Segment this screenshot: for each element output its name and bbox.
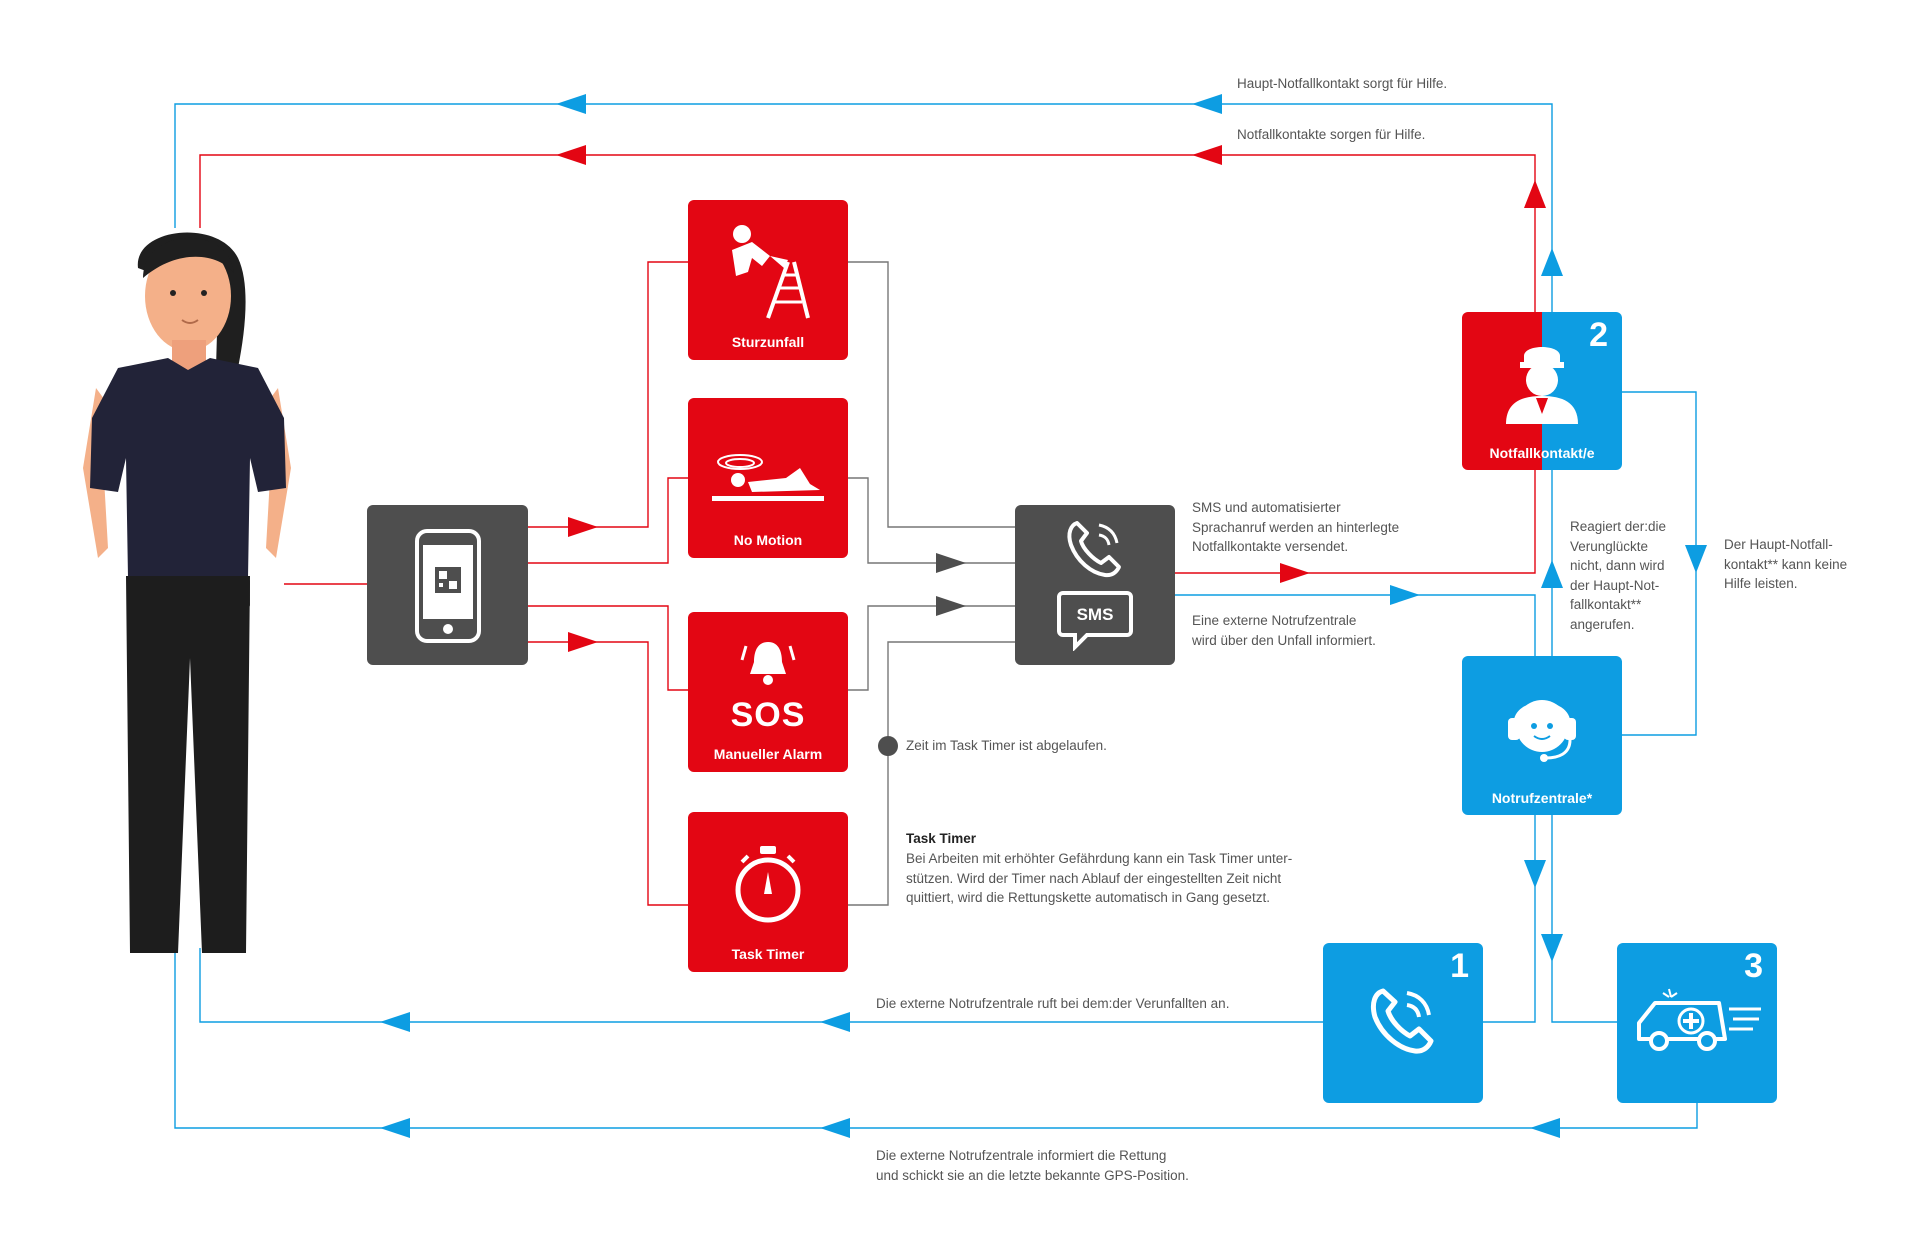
ambulance-node: 3 xyxy=(1617,943,1777,1103)
sturzunfall-node: Sturzunfall xyxy=(688,200,848,360)
call-back-node: 1 xyxy=(1323,943,1483,1103)
arrow-top-blue-1 xyxy=(556,94,586,114)
sms-info-note: SMS und automatisierter Sprachanruf werd… xyxy=(1192,500,1400,554)
phone-icon xyxy=(1370,988,1434,1054)
line-haupt-hilfe xyxy=(174,103,1553,312)
arrow-down-keine xyxy=(1685,545,1707,573)
rettung-note: Die externe Notrufzentrale informiert di… xyxy=(876,1148,1189,1183)
smartphone-qr-icon xyxy=(415,529,481,643)
line-zentrale-amb xyxy=(1551,815,1617,1023)
call-back-number: 1 xyxy=(1450,947,1469,985)
haupt-keine-note: Der Haupt-Notfall- kontakt** kann keine … xyxy=(1724,537,1848,591)
arrow-bottom-5 xyxy=(1530,1118,1560,1138)
task-timer-body: Bei Arbeiten mit erhöhter Gefährdung kan… xyxy=(906,851,1293,905)
falling-ladder-icon xyxy=(732,225,810,319)
line-nomotion-sms xyxy=(848,477,1015,564)
task-timer-node: Task Timer xyxy=(688,812,848,972)
sos-big-text: SOS xyxy=(730,696,806,734)
arrow-bottom-3 xyxy=(380,1118,410,1138)
no-motion-node: No Motion xyxy=(688,398,848,558)
haupt-hilfe-note: Haupt-Notfallkontakt sorgt für Hilfe. xyxy=(1237,76,1448,91)
sms-call-node: SMS xyxy=(1015,505,1175,665)
sturzunfall-label: Sturzunfall xyxy=(731,334,805,350)
no-motion-label: No Motion xyxy=(733,532,803,548)
arrow-sms-kontakt xyxy=(1280,563,1310,583)
line-phone-timer xyxy=(528,641,688,906)
line-kontakte-hilfe xyxy=(199,154,1536,312)
arrow-sms-1 xyxy=(936,553,966,573)
phone-call-icon xyxy=(1067,521,1121,578)
kontakte-hilfe-note: Notfallkontakte sorgen für Hilfe. xyxy=(1237,127,1426,142)
timer-expired-note: Zeit im Task Timer ist abgelaufen. xyxy=(906,738,1107,753)
ambulance-icon xyxy=(1637,988,1761,1051)
line-sms-zentrale xyxy=(1175,594,1536,656)
alarm-bell-icon xyxy=(740,642,796,685)
arrow-bottom-2 xyxy=(820,1012,850,1032)
arrow-phone-2 xyxy=(568,632,598,652)
notrufzentrale-label: Notrufzentrale* xyxy=(1491,790,1593,806)
notrufzentrale-node: Notrufzentrale* xyxy=(1462,656,1622,815)
line-timer-sms xyxy=(848,641,1015,906)
stopwatch-icon xyxy=(735,846,801,923)
ambulance-number: 3 xyxy=(1744,947,1763,985)
arrow-top-red-1 xyxy=(556,145,586,165)
reagiert-note: Reagiert der:die Verunglückte nicht, dan… xyxy=(1570,519,1667,632)
sms-bubble-icon xyxy=(1057,591,1133,651)
arrow-sms-zentrale xyxy=(1390,585,1420,605)
lying-person-icon xyxy=(712,454,824,501)
arrow-down-call xyxy=(1524,860,1546,888)
arrow-up-zentrale xyxy=(1541,560,1563,588)
line-sos-sms xyxy=(848,605,1015,691)
sos-label: Manueller Alarm xyxy=(713,746,823,762)
arrow-top-blue-2 xyxy=(1192,94,1222,114)
arrow-down-amb xyxy=(1541,934,1563,962)
extern-info-note: Eine externe Notrufzentrale wird über de… xyxy=(1192,613,1376,648)
timer-expired-dot xyxy=(878,736,898,756)
notfallkontakt-label: Notfallkontakt/e xyxy=(1489,445,1595,461)
notfallkontakt-number: 2 xyxy=(1589,316,1608,354)
contact-person-icon xyxy=(1506,347,1578,424)
task-timer-label: Task Timer xyxy=(731,946,805,962)
line-phone-sos xyxy=(528,605,688,691)
arrow-top-red-2 xyxy=(1192,145,1222,165)
ruft-an-note: Die externe Notrufzentrale ruft bei dem:… xyxy=(876,996,1230,1011)
arrow-up-blue-kontakt xyxy=(1541,248,1563,276)
line-phone-nomotion xyxy=(528,477,688,564)
arrow-up-red-kontakt xyxy=(1524,180,1546,208)
arrow-bottom-4 xyxy=(820,1118,850,1138)
line-call-person xyxy=(199,948,1323,1023)
person-icon xyxy=(83,232,291,953)
sos-node: SOS Manueller Alarm xyxy=(688,612,848,772)
task-timer-title: Task Timer xyxy=(906,831,977,846)
arrow-bottom-1 xyxy=(380,1012,410,1032)
line-phone-sturz xyxy=(528,261,688,528)
notfallkontakt-node: 2 Notfallkontakt/e xyxy=(1462,312,1622,470)
arrow-phone-1 xyxy=(568,517,598,537)
line-sturz-sms xyxy=(848,261,1015,528)
sms-label: SMS xyxy=(1076,605,1114,624)
phone-node xyxy=(367,505,528,665)
line-amb-person xyxy=(174,948,1698,1129)
line-zentrale-call xyxy=(1483,815,1536,1023)
arrow-sms-2 xyxy=(936,596,966,616)
headset-operator-icon xyxy=(1508,700,1576,762)
